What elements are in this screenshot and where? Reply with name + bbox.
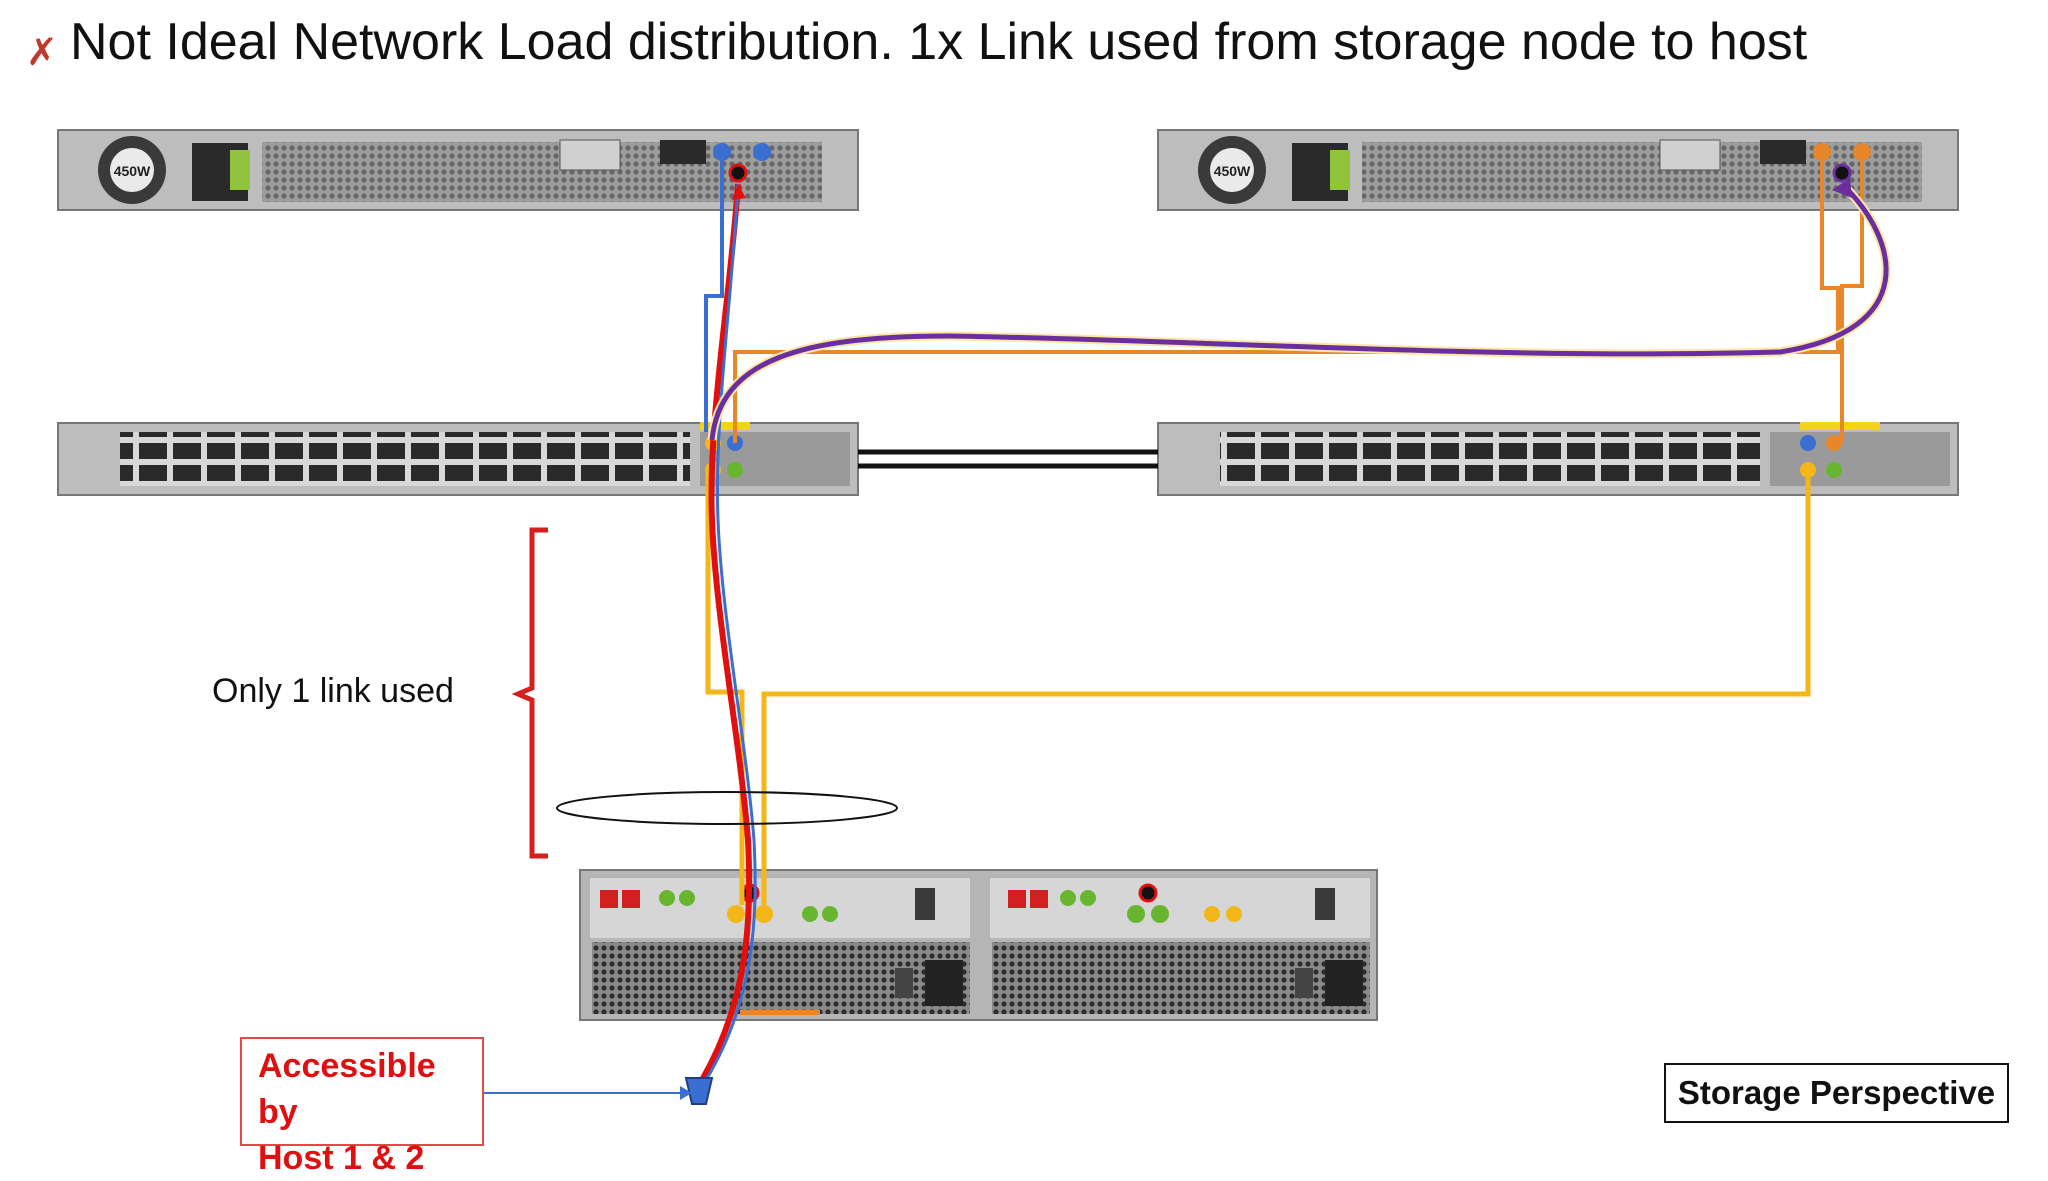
arrowhead-icon (680, 1086, 692, 1100)
psu-rating-label: 450W (1214, 163, 1251, 179)
switch-2 (1157, 422, 1959, 496)
accessible-line-2: Host 1 & 2 (258, 1139, 425, 1177)
link-brace (511, 527, 548, 859)
yellow-path-2 (761, 478, 1811, 905)
switch-1 (57, 422, 859, 496)
blue-path (704, 161, 724, 432)
slide-title: Not Ideal Network Load distribution. 1x … (70, 13, 1808, 71)
link-group-ellipse (556, 791, 898, 825)
red-path (699, 183, 753, 1082)
red-arrowhead-icon (732, 184, 746, 200)
purple-arrowhead-icon (1832, 178, 1852, 198)
only-link-label: Only 1 link used (212, 672, 454, 710)
blue-path-2 (704, 183, 757, 1081)
storage-perspective-box: Storage Perspective (1664, 1063, 2009, 1123)
orange-path (733, 161, 1840, 443)
storage-array (579, 869, 1378, 1021)
psu-rating-label: 450W (114, 163, 151, 179)
host-access-point-icon (684, 1077, 714, 1105)
orange-path-2 (1840, 161, 1864, 443)
accessible-by-box: Accessible by Host 1 & 2 (240, 1037, 484, 1177)
purple-path-halo (707, 180, 1891, 441)
accessible-line-1: Accessible by (258, 1047, 436, 1131)
purple-path (709, 182, 1889, 441)
server-2: 450W (1157, 129, 1959, 211)
server-1: 450W (57, 129, 859, 211)
network-diagram: 450W 450W (57, 129, 1959, 1105)
x-status-icon: ✗ (26, 32, 58, 74)
